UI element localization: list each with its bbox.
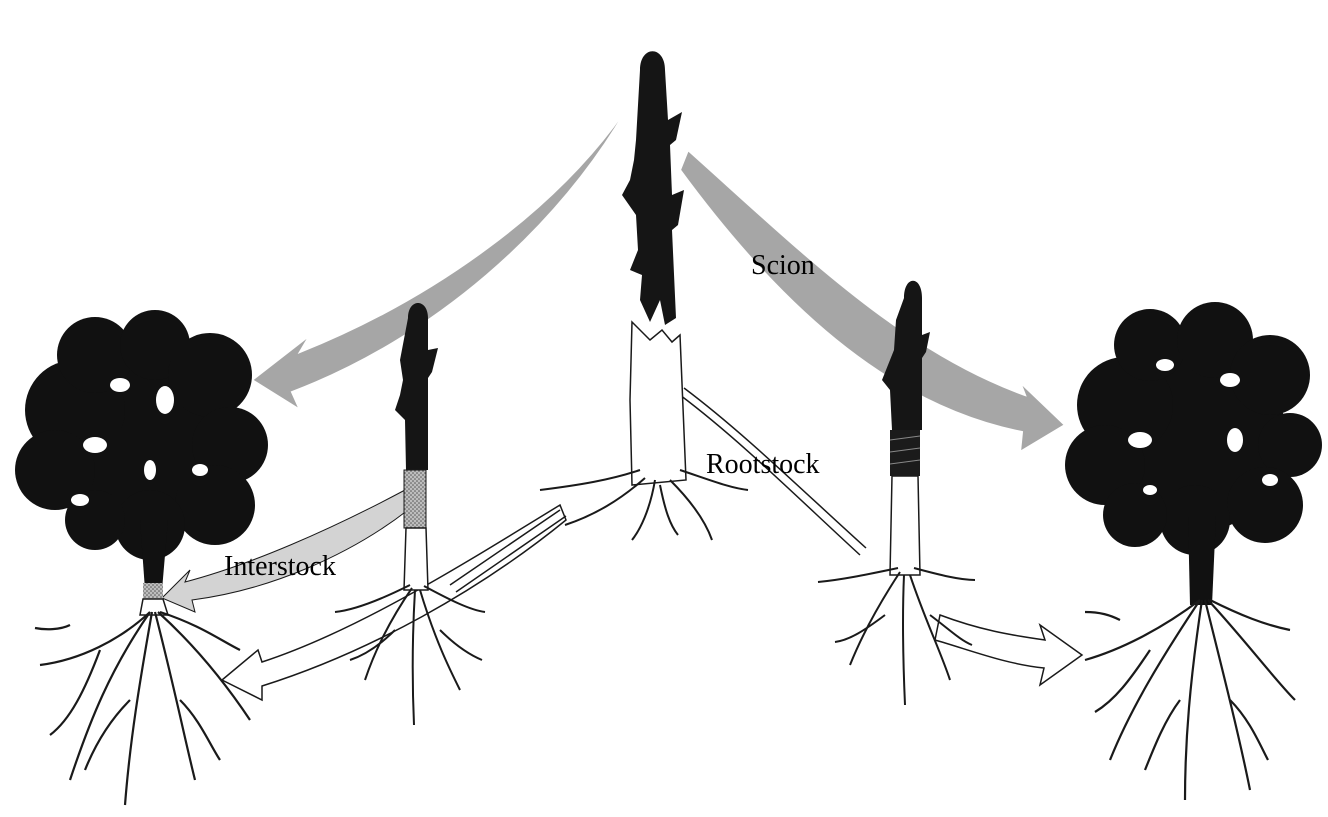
central-scion-shoot xyxy=(622,51,684,325)
right-tree xyxy=(1065,302,1322,800)
left-tree-interstock-band xyxy=(143,583,163,599)
central-scion xyxy=(622,51,684,325)
scion-label: Scion xyxy=(751,250,815,281)
rootstock-arrow-right xyxy=(935,615,1082,685)
rootstock-arrow-left xyxy=(222,505,566,700)
left-small-interstock xyxy=(404,470,426,528)
scion-arrow-left xyxy=(252,100,632,410)
left-tree-roots xyxy=(35,612,250,805)
central-rootstock-stem xyxy=(630,322,686,485)
left-small-rootstock-stem xyxy=(404,528,428,590)
right-tree-roots xyxy=(1085,600,1295,800)
right-tree-trunk xyxy=(1188,515,1216,605)
central-rootstock xyxy=(540,322,748,540)
scion-arrow-right xyxy=(680,150,1065,452)
interstock-label: Interstock xyxy=(224,551,336,582)
rootstock-label: Rootstock xyxy=(706,449,820,480)
right-small-rootstock-stem xyxy=(890,476,920,575)
left-tree-trunk xyxy=(140,520,168,590)
